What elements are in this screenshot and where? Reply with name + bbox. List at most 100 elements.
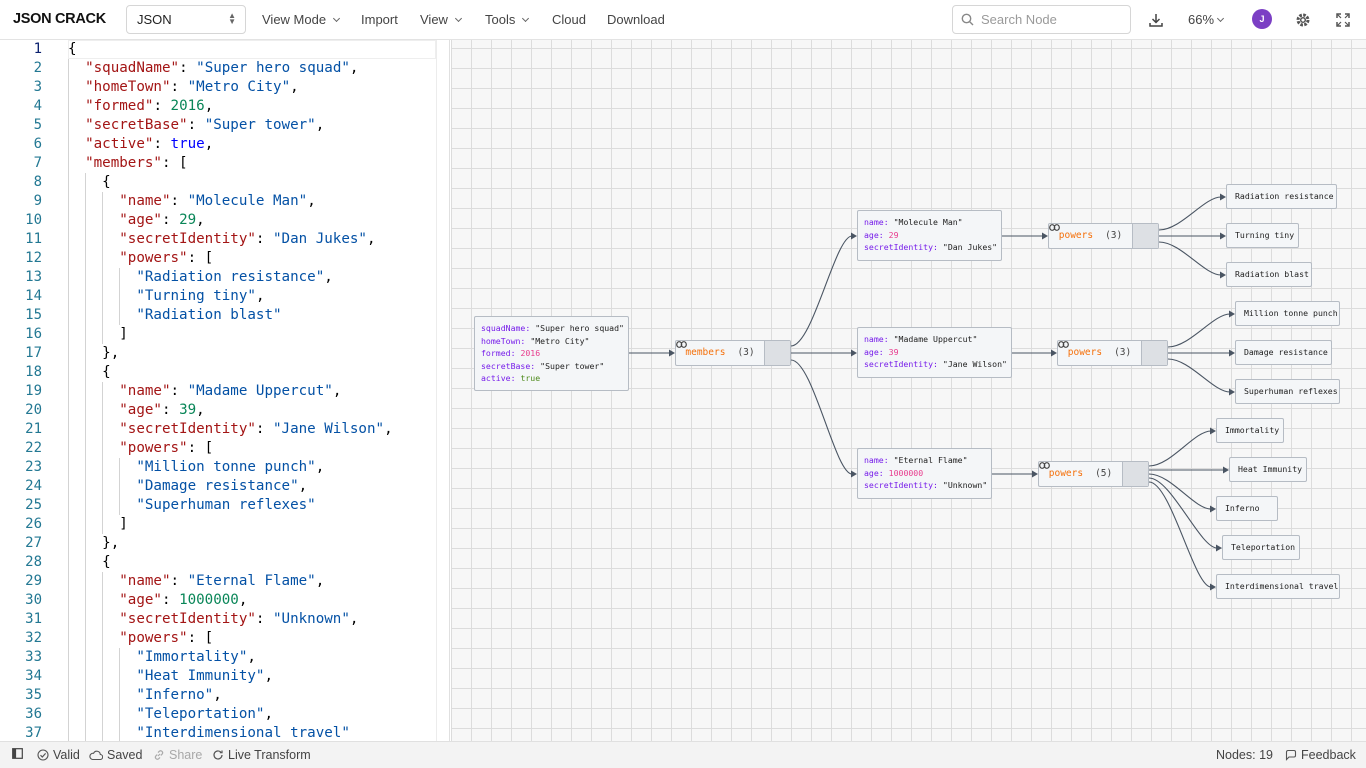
brand-logo[interactable]: JSON CRACK <box>13 11 106 27</box>
menu-cloud[interactable]: Cloud <box>552 12 586 27</box>
code-line[interactable]: "Heat Immunity", <box>136 668 274 684</box>
code-line[interactable]: "age": 1000000, <box>119 592 248 608</box>
leaf-node[interactable]: Teleportation <box>1222 535 1300 560</box>
download-button[interactable] <box>1145 9 1167 31</box>
editor-scrollbar[interactable] <box>436 40 449 741</box>
code-line[interactable]: "age": 39, <box>119 402 205 418</box>
top-toolbar: JSON CRACK JSON ▲▼ View Mode Import View… <box>0 0 1366 40</box>
edge-arrow <box>1210 427 1216 435</box>
powers-array-node[interactable]: powers(3) <box>1057 340 1168 366</box>
toggle-editor-button[interactable] <box>12 748 23 759</box>
leaf-node[interactable]: Heat Immunity <box>1229 457 1307 482</box>
code-content[interactable]: { "squadName": "Super hero squad", "home… <box>68 40 436 741</box>
collapse-link-button[interactable] <box>1039 462 1148 486</box>
node-row: name: "Eternal Flame" <box>864 454 985 467</box>
menu-view[interactable]: View <box>420 12 462 27</box>
code-line[interactable]: "Radiation blast" <box>136 307 282 323</box>
graph-canvas[interactable]: squadName: "Super hero squad"homeTown: "… <box>451 40 1366 741</box>
powers-array-node[interactable]: powers(5) <box>1038 461 1149 487</box>
line-number: 12 <box>25 250 42 266</box>
leaf-node[interactable]: Damage resistance <box>1235 340 1332 365</box>
menu-view-mode[interactable]: View Mode <box>262 12 341 27</box>
node-row: formed: 2016 <box>481 347 622 360</box>
code-line[interactable]: ] <box>68 326 128 342</box>
line-number: 16 <box>25 326 42 342</box>
format-select[interactable]: JSON ▲▼ <box>126 5 246 34</box>
leaf-node[interactable]: Turning tiny <box>1226 223 1299 248</box>
code-line[interactable]: "homeTown": "Metro City", <box>85 79 299 95</box>
code-line[interactable]: "Million tonne punch", <box>136 459 325 475</box>
leaf-node[interactable]: Interdimensional travel <box>1216 574 1340 599</box>
node-row: homeTown: "Metro City" <box>481 335 622 348</box>
code-line[interactable]: "Interdimensional travel" <box>136 725 350 741</box>
line-number: 19 <box>25 383 42 399</box>
code-line[interactable]: "members": [ <box>85 155 188 171</box>
node-value: "Jane Wilson" <box>942 359 1007 369</box>
code-line[interactable]: "secretIdentity": "Dan Jukes", <box>119 231 376 247</box>
root-object-node[interactable]: squadName: "Super hero squad"homeTown: "… <box>474 316 629 391</box>
edge-arrow <box>669 349 675 357</box>
collapse-link-button[interactable] <box>1049 224 1158 248</box>
avatar[interactable]: J <box>1252 9 1272 29</box>
code-line[interactable]: "Damage resistance", <box>136 478 308 494</box>
zoom-control[interactable]: 66% <box>1188 12 1225 27</box>
code-line[interactable]: { <box>68 41 77 57</box>
code-line[interactable]: "powers": [ <box>119 440 214 456</box>
download-icon <box>1149 14 1163 27</box>
powers-array-node[interactable]: powers(3) <box>1048 223 1159 249</box>
code-line[interactable]: "secretBase": "Super tower", <box>85 117 325 133</box>
leaf-node[interactable]: Radiation blast <box>1226 262 1312 287</box>
menu-tools[interactable]: Tools <box>485 12 530 27</box>
code-line[interactable]: "name": "Eternal Flame", <box>119 573 325 589</box>
code-line[interactable]: "Superhuman reflexes" <box>136 497 316 513</box>
line-number: 35 <box>25 687 42 703</box>
live-transform-toggle[interactable]: Live Transform <box>212 748 311 762</box>
line-number: 33 <box>25 649 42 665</box>
node-value: "Dan Jukes" <box>942 242 998 252</box>
code-line[interactable]: "Turning tiny", <box>136 288 265 304</box>
code-line[interactable]: "squadName": "Super hero squad", <box>85 60 359 76</box>
code-line[interactable]: "Teleportation", <box>136 706 274 722</box>
indent-guide <box>119 268 121 325</box>
code-line[interactable]: "Inferno", <box>136 687 222 703</box>
code-line[interactable]: "secretIdentity": "Unknown", <box>119 611 359 627</box>
collapse-link-button[interactable] <box>676 341 790 365</box>
code-line[interactable]: "formed": 2016, <box>85 98 214 114</box>
code-line[interactable]: "active": true, <box>85 136 214 152</box>
edge-arrow <box>851 470 857 478</box>
fullscreen-button[interactable] <box>1332 9 1354 31</box>
code-line[interactable]: "name": "Madame Uppercut", <box>119 383 342 399</box>
menu-import[interactable]: Import <box>361 12 398 27</box>
code-line[interactable]: "Immortality", <box>136 649 256 665</box>
code-line[interactable]: "name": "Molecule Man", <box>119 193 316 209</box>
collapse-link-button[interactable] <box>1058 341 1167 365</box>
code-line[interactable]: "Radiation resistance", <box>136 269 333 285</box>
leaf-node[interactable]: Immortality <box>1216 418 1284 443</box>
code-line[interactable]: "powers": [ <box>119 630 214 646</box>
leaf-node[interactable]: Inferno <box>1216 496 1278 521</box>
settings-button[interactable] <box>1292 9 1314 31</box>
node-key: secretIdentity: <box>864 480 938 490</box>
code-line[interactable]: { <box>68 554 111 570</box>
code-line[interactable]: "age": 29, <box>119 212 205 228</box>
menu-download[interactable]: Download <box>607 12 665 27</box>
code-line[interactable]: }, <box>68 345 120 361</box>
code-line[interactable]: }, <box>68 535 120 551</box>
code-line[interactable]: ] <box>68 516 128 532</box>
feedback-button[interactable]: Feedback <box>1285 748 1356 762</box>
node-key: age: <box>864 346 884 357</box>
code-line[interactable]: { <box>68 174 111 190</box>
leaf-node[interactable]: Superhuman reflexes <box>1235 379 1340 404</box>
code-line[interactable]: { <box>68 364 111 380</box>
code-line[interactable]: "secretIdentity": "Jane Wilson", <box>119 421 393 437</box>
leaf-node[interactable]: Million tonne punch <box>1235 301 1340 326</box>
search-input[interactable] <box>981 12 1121 27</box>
code-line[interactable]: "powers": [ <box>119 250 214 266</box>
share-button[interactable]: Share <box>153 748 202 762</box>
leaf-node[interactable]: Radiation resistance <box>1226 184 1337 209</box>
members-array-node[interactable]: members(3) <box>675 340 791 366</box>
